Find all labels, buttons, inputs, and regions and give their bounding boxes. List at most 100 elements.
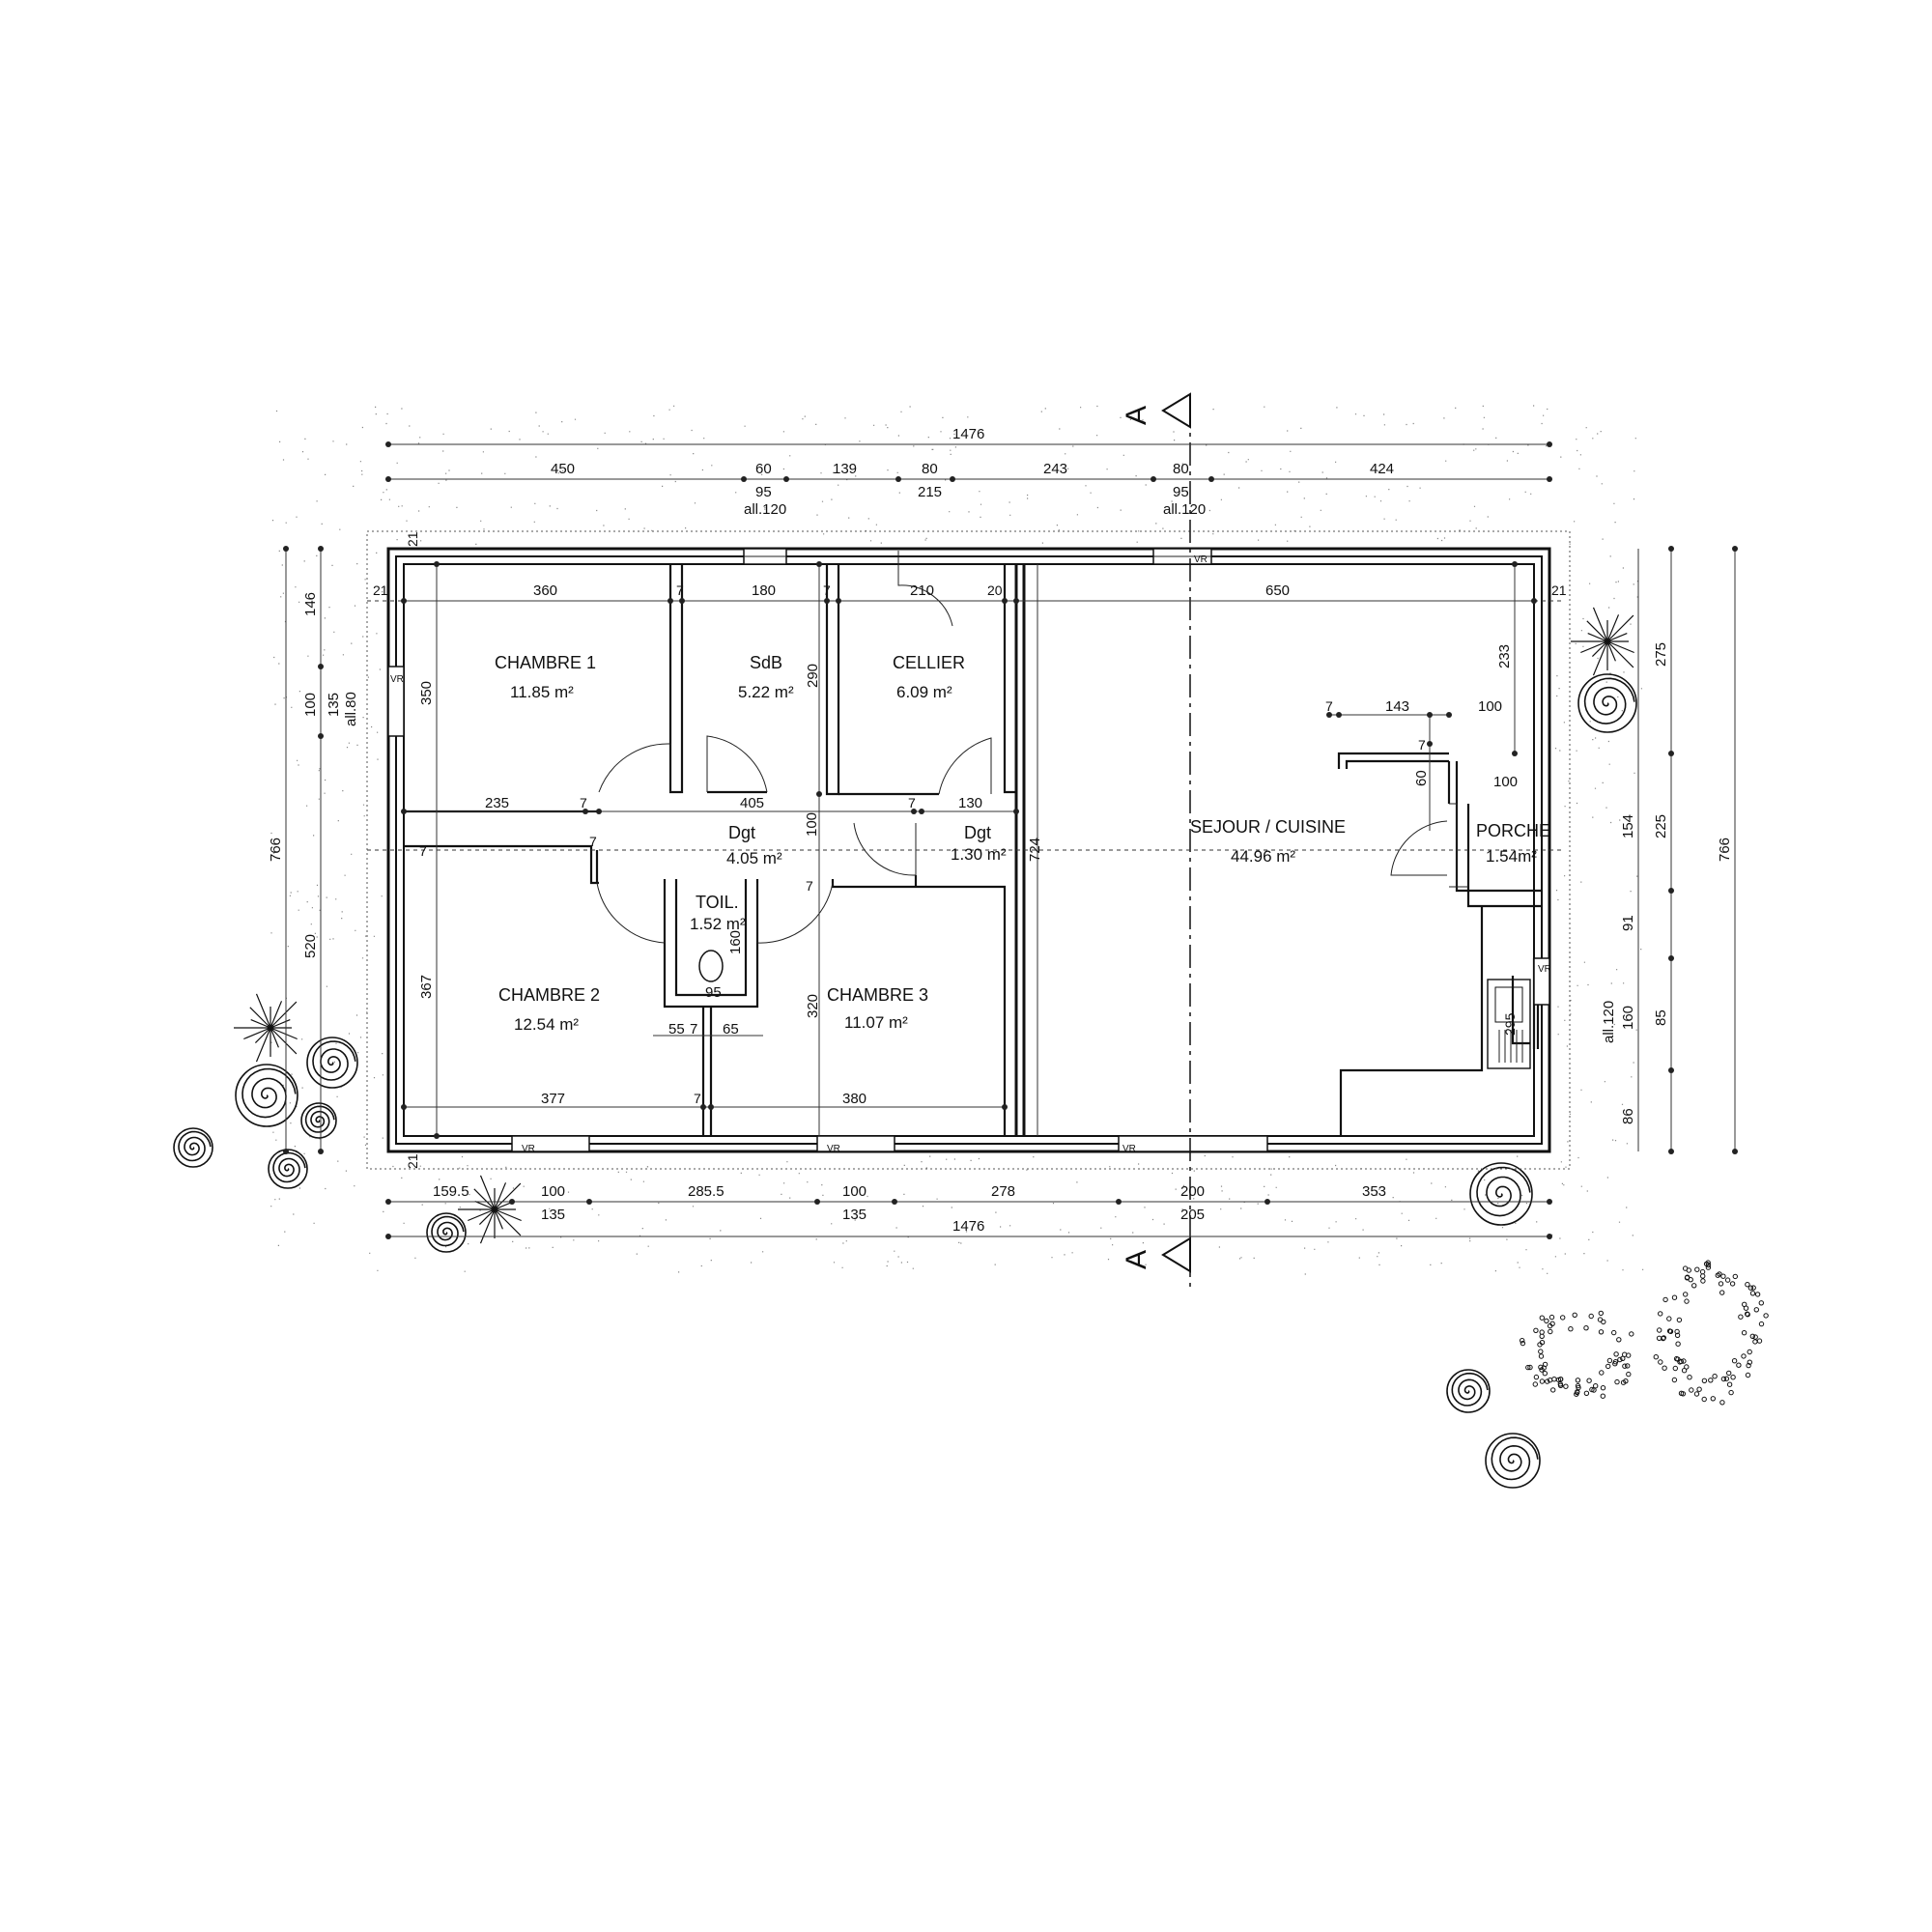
dim-toil-3: 65 xyxy=(723,1021,739,1037)
dim-wall-6: 20 xyxy=(987,582,1003,598)
section-line: A A xyxy=(1121,392,1191,1287)
dimension-tick xyxy=(1668,955,1674,961)
dimension-tick xyxy=(741,476,747,482)
windows: VR VR VR VR VR VR xyxy=(387,548,1551,1154)
dim-bottom-0: 159.5 xyxy=(433,1183,469,1200)
room-area-toil: 1.52 m² xyxy=(690,915,746,933)
dimension-tick xyxy=(1668,751,1674,756)
dim-wall-2: 21 xyxy=(405,531,420,547)
dimension-tick xyxy=(814,1199,820,1205)
dim-wall-1: 21 xyxy=(1551,582,1567,598)
dimension-tick xyxy=(1668,1149,1674,1154)
dim-bottom-total: 1476 xyxy=(952,1218,984,1235)
dimension-ticks xyxy=(283,441,1738,1239)
dim-inner-top-0: 360 xyxy=(533,582,557,599)
window-chambre1 xyxy=(387,666,405,737)
dimension-tick xyxy=(1668,1067,1674,1073)
shrub-outline xyxy=(300,1102,337,1139)
dim-right-sub-1: 91 xyxy=(1620,915,1636,931)
dimension-tick xyxy=(385,476,391,482)
room-name-cellier: CELLIER xyxy=(893,653,965,672)
shrub-outline xyxy=(1577,673,1637,733)
dimension-tick xyxy=(1668,546,1674,552)
shrub-outline xyxy=(1446,1369,1491,1413)
shrub-icon xyxy=(312,1040,356,1081)
dim-mid-2: 130 xyxy=(958,795,982,811)
room-area-dgt1: 4.05 m² xyxy=(726,849,782,867)
dimension-tick xyxy=(385,1234,391,1239)
dim-right-sub-2: 160 xyxy=(1620,1006,1636,1030)
dim-left-1: 100 xyxy=(302,693,319,717)
section-mark-top: A xyxy=(1121,406,1152,425)
shrub-icon xyxy=(1476,1166,1531,1217)
dim-v-0: 350 xyxy=(418,681,435,705)
shrub-icon xyxy=(242,1067,297,1119)
dim-mid-3: 100 xyxy=(804,812,820,837)
dimension-tick xyxy=(318,1149,324,1154)
dimension-tick xyxy=(1264,1199,1270,1205)
room-name-porche: PORCHE xyxy=(1476,821,1550,840)
shrub-icon xyxy=(178,1130,212,1162)
dim-right-total: 766 xyxy=(1717,838,1733,862)
dim-wall-7: 7 xyxy=(580,795,587,810)
dimension-tick xyxy=(509,1199,515,1205)
dim-top-0: 450 xyxy=(551,461,575,477)
dim-v-3: 724 xyxy=(1027,838,1043,862)
dim-wall-8: 7 xyxy=(908,795,916,810)
shrub-outline xyxy=(235,1064,298,1127)
dim-inner-top-3: 650 xyxy=(1265,582,1290,599)
shrub-icon xyxy=(1491,1436,1539,1481)
room-name-sdb: SdB xyxy=(750,653,782,672)
vr-tag-sejour: VR xyxy=(1122,1144,1136,1154)
dim-bottom-3: 100 xyxy=(842,1183,867,1200)
window-chambre2 xyxy=(511,1135,590,1152)
dimension-tick xyxy=(836,598,841,604)
dimension-tick xyxy=(1151,476,1156,482)
dimension-tick xyxy=(1002,1104,1008,1110)
room-name-chambre1: CHAMBRE 1 xyxy=(495,653,596,672)
dim-wall-14: 7 xyxy=(1418,737,1426,753)
shrub-icon xyxy=(304,1105,335,1133)
shrub-outline xyxy=(1469,1162,1533,1226)
dimension-tick xyxy=(385,1199,391,1205)
dim-wall-11: 7 xyxy=(806,878,813,894)
dimension-tick xyxy=(824,598,830,604)
dimension-tick xyxy=(1668,888,1674,894)
dimension-tick xyxy=(1013,598,1019,604)
dimension-tick xyxy=(708,1104,714,1110)
dim-top-allege-1: all.120 xyxy=(1163,501,1206,518)
dimension-tick xyxy=(1547,1234,1552,1239)
dimension-tick xyxy=(1732,1149,1738,1154)
dimension-tick xyxy=(700,1104,706,1110)
dimension-tick xyxy=(434,1133,440,1139)
shrub-icon xyxy=(1451,1372,1489,1406)
dim-right-sub-0: 154 xyxy=(1620,814,1636,838)
dim-wall-12: 7 xyxy=(694,1091,701,1106)
dimension-tick xyxy=(919,809,924,814)
tree-clump-icon xyxy=(1519,1260,1769,1406)
stipple-dots xyxy=(270,405,1644,1275)
dimension-tick xyxy=(586,1199,592,1205)
dimension-tick xyxy=(1512,751,1518,756)
dim-bottom-inner-0: 377 xyxy=(541,1091,565,1107)
dim-sink: 295 xyxy=(1502,1012,1518,1036)
dimension-tick xyxy=(1547,441,1552,447)
dim-mid-1: 405 xyxy=(740,795,764,811)
room-name-chambre3: CHAMBRE 3 xyxy=(827,985,928,1005)
dim-wall-10: 7 xyxy=(589,834,597,849)
dimension-tick xyxy=(1336,712,1342,718)
dimension-tick xyxy=(283,546,289,552)
dimension-tick xyxy=(318,664,324,669)
dimension-tick xyxy=(783,476,789,482)
dimension-tick xyxy=(1013,809,1019,814)
dim-top-allege-0: all.120 xyxy=(744,501,786,518)
dimension-texts: 1476 450 60 139 80 243 80 424 95 215 95 … xyxy=(268,426,1733,1235)
dimension-tick xyxy=(1446,712,1452,718)
dimension-tick xyxy=(434,561,440,567)
dim-v-4: 367 xyxy=(418,975,435,999)
fixtures xyxy=(698,950,1531,1069)
dim-mid-5: 143 xyxy=(1385,698,1409,715)
dimension-tick xyxy=(401,1104,407,1110)
room-area-sejour: 44.96 m² xyxy=(1231,847,1295,866)
dimension-tick xyxy=(318,546,324,552)
